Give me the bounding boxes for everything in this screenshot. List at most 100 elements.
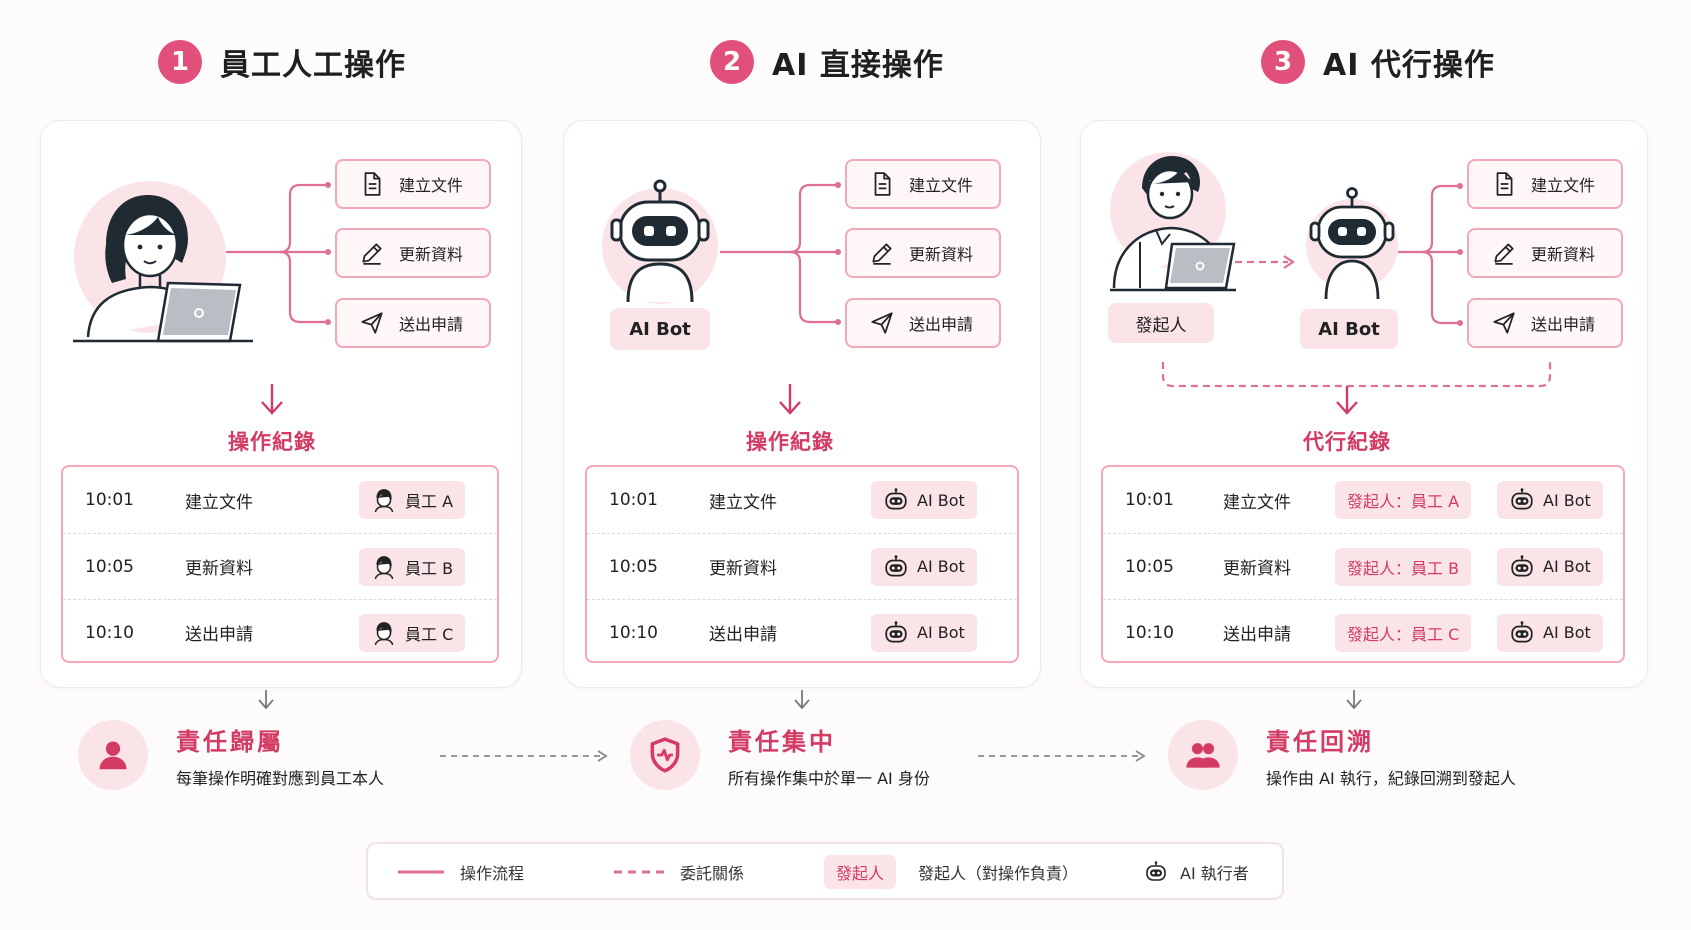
actor-name: 員工 A	[405, 492, 454, 511]
bot-icon	[1144, 860, 1168, 884]
time-cell: 10:01	[85, 490, 134, 510]
legend-initiator: 發起人 發起人（對操作負責）	[824, 844, 1078, 900]
legend-flow: 操作流程	[398, 844, 524, 900]
create-document-action: 建立文件	[335, 159, 491, 209]
initiator-laptop-illustration	[1110, 152, 1236, 292]
section-title-text: 員工人工操作	[220, 48, 406, 83]
table-row: 10:10 送出申請 AI Bot	[587, 599, 1017, 665]
solid-line-icon	[398, 870, 444, 874]
ai-bot-illustration	[1306, 187, 1398, 300]
responsibility-desc: 操作由 AI 執行，紀錄回溯到發起人	[1266, 768, 1516, 788]
table-row: 10:05 更新資料 發起人：員工 B AI Bot	[1103, 533, 1623, 599]
time-cell: 10:10	[609, 622, 658, 643]
action-label: 建立文件	[399, 176, 464, 195]
ai-bot-label: AI Bot	[1300, 309, 1398, 349]
table-row: 10:10 送出申請 發起人：員工 C AI Bot	[1103, 599, 1623, 665]
responsibility-desc: 所有操作集中於單一 AI 身份	[728, 768, 930, 788]
create-document-action: 建立文件	[845, 159, 1001, 209]
operation-log-title: 操作紀錄	[746, 430, 834, 454]
bot-icon	[883, 487, 909, 513]
action-cell: 建立文件	[709, 492, 777, 513]
operation-log-table: 10:01 建立文件 員工 A 10:05 更新資料 員工 B 10:10 送出…	[61, 465, 499, 663]
actor-chip: AI Bot	[1497, 613, 1603, 652]
actor-chip: 員工 C	[359, 613, 466, 652]
ai-bot-label: AI Bot	[610, 308, 710, 350]
action-cell: 建立文件	[1223, 492, 1291, 513]
action-label: 更新資料	[399, 245, 464, 264]
time-cell: 10:10	[1125, 622, 1174, 643]
bot-icon	[883, 554, 909, 580]
actor-chip: AI Bot	[871, 547, 977, 586]
responsibility-title: 責任回溯	[1266, 727, 1374, 756]
table-row: 10:05 更新資料 員工 B	[63, 533, 497, 599]
action-label: 送出申請	[399, 315, 464, 334]
legend-label: 操作流程	[460, 864, 525, 883]
delegation-log-title: 代行紀錄	[1303, 430, 1391, 454]
actor-chip: AI Bot	[1497, 547, 1603, 586]
legend-label: 委託關係	[680, 864, 745, 883]
time-cell: 10:10	[85, 622, 134, 643]
send-icon	[359, 310, 385, 336]
legend-label: AI 執行者	[1180, 864, 1249, 883]
action-cell: 建立文件	[185, 492, 253, 513]
actor-chip: 員工 B	[359, 547, 466, 586]
bot-icon	[1509, 487, 1535, 513]
actor-name: AI Bot	[917, 623, 965, 642]
submit-application-action: 送出申請	[845, 298, 1001, 348]
table-row: 10:05 更新資料 AI Bot	[587, 533, 1017, 599]
actor-chip: AI Bot	[871, 481, 977, 519]
people-icon	[1168, 720, 1238, 790]
employee-avatar-icon	[371, 620, 397, 646]
legend-label: 發起人（對操作負責）	[918, 864, 1079, 883]
time-cell: 10:01	[1125, 490, 1174, 510]
send-icon	[869, 310, 895, 336]
action-label: 更新資料	[1531, 245, 1596, 264]
create-document-action: 建立文件	[1467, 159, 1623, 209]
initiator-chip-sample: 發起人	[824, 855, 897, 889]
actor-chip: AI Bot	[871, 613, 977, 652]
table-row: 10:01 建立文件 AI Bot	[587, 467, 1017, 533]
shield-icon	[630, 720, 700, 790]
responsibility-centralized: 責任集中 所有操作集中於單一 AI 身份	[630, 720, 930, 790]
actor-name: AI Bot	[1543, 490, 1591, 510]
action-cell: 送出申請	[709, 625, 777, 645]
action-label: 送出申請	[1531, 315, 1596, 334]
table-row: 10:01 建立文件 發起人：員工 A AI Bot	[1103, 467, 1623, 533]
action-cell: 送出申請	[185, 625, 253, 645]
time-cell: 10:05	[609, 556, 658, 577]
legend-executor: AI 執行者	[1144, 844, 1249, 900]
table-row: 10:01 建立文件 員工 A	[63, 467, 497, 533]
step-number-badge: 2	[710, 40, 754, 84]
actor-chip: 員工 A	[359, 481, 466, 519]
step-number-badge: 1	[158, 40, 202, 84]
actor-name: 員工 B	[405, 558, 454, 578]
pencil-icon	[1491, 240, 1517, 266]
section-title-text: AI 直接操作	[772, 48, 944, 83]
submit-application-action: 送出申請	[1467, 298, 1623, 348]
document-icon	[1491, 171, 1517, 197]
responsibility-title: 責任集中	[728, 727, 836, 756]
section-title-3: 3 AI 代行操作	[1261, 40, 1495, 84]
action-label: 建立文件	[909, 176, 974, 195]
employee-laptop-illustration	[73, 181, 253, 343]
bot-icon	[1509, 554, 1535, 580]
action-cell: 更新資料	[709, 559, 777, 579]
responsibility-traceable: 責任回溯 操作由 AI 執行，紀錄回溯到發起人	[1168, 720, 1516, 790]
responsibility-ownership: 責任歸屬 每筆操作明確對應到員工本人	[78, 720, 384, 790]
action-label: 送出申請	[909, 315, 974, 334]
actor-name: AI Bot	[1543, 557, 1591, 576]
document-icon	[359, 171, 385, 197]
action-cell: 送出申請	[1223, 625, 1291, 645]
action-label: 更新資料	[909, 245, 974, 264]
action-cell: 更新資料	[185, 559, 253, 579]
ai-bot-illustration	[602, 179, 718, 304]
time-cell: 10:01	[609, 490, 658, 510]
initiator-chip: 發起人：員工 A	[1335, 481, 1472, 519]
step-number-badge: 3	[1261, 40, 1305, 84]
update-data-action: 更新資料	[335, 228, 491, 278]
delegation-log-table: 10:01 建立文件 發起人：員工 A AI Bot 10:05 更新資料 發起…	[1101, 465, 1625, 663]
initiator-chip: 發起人：員工 B	[1335, 547, 1472, 586]
action-label: 建立文件	[1531, 176, 1596, 195]
actor-chip: AI Bot	[1497, 481, 1603, 519]
